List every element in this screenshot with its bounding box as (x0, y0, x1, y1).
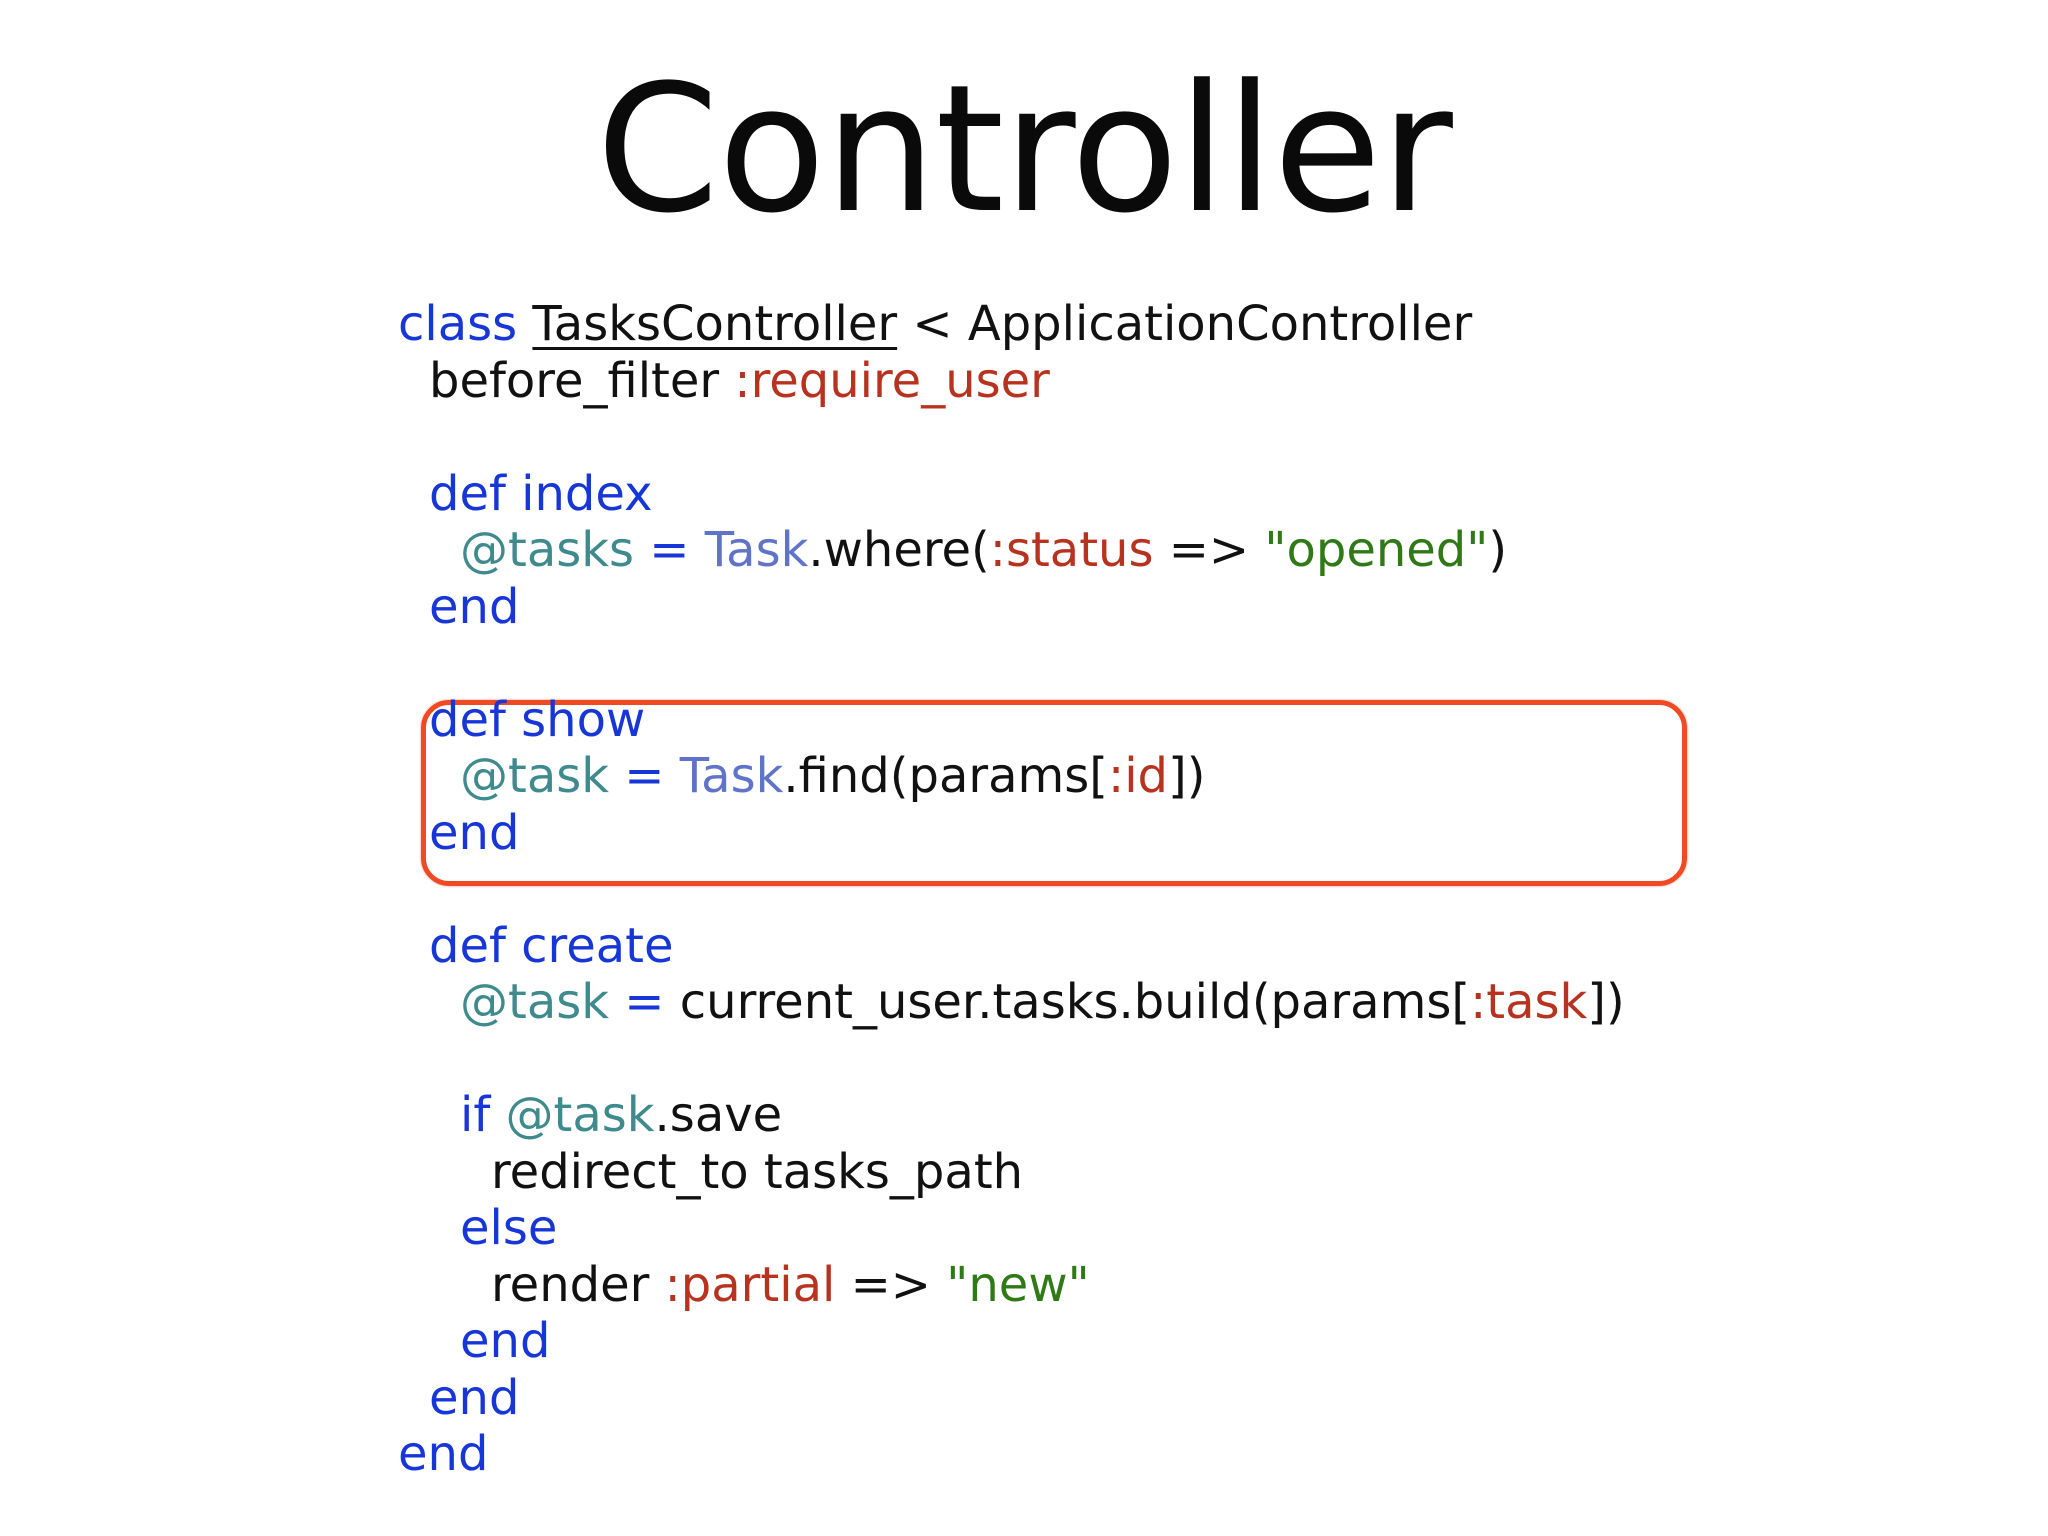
code-line-9: @task = Task.find(params[:id]) (398, 748, 1898, 805)
code-line-10: end (398, 805, 1898, 862)
symbol-id: :id (1108, 748, 1168, 804)
end-create: end (429, 1369, 520, 1426)
save-call: .save (654, 1087, 783, 1143)
assign-op: = (609, 748, 680, 804)
code-line-blank-14 (398, 1031, 1898, 1088)
code-line-1: class TasksController < ApplicationContr… (398, 296, 1898, 353)
end-class: end (398, 1426, 489, 1482)
code-line-5: @tasks = Task.where(:status => "opened") (398, 522, 1898, 579)
ivar-task: @task (460, 748, 610, 804)
code-line-blank-11 (398, 861, 1898, 918)
def-index: def index (429, 465, 653, 522)
keyword-else: else (460, 1200, 558, 1256)
ivar-task: @task (505, 1087, 655, 1143)
find-call: .find(params[ (783, 748, 1109, 804)
code-line-21: end (398, 1426, 1898, 1483)
code-line-15: if @task.save (398, 1087, 1898, 1144)
symbol-status: :status (989, 522, 1154, 578)
assign-op: = (634, 522, 705, 578)
close-paren: ) (1488, 522, 1508, 578)
ivar-task: @task (460, 974, 610, 1030)
keyword-class: class (398, 296, 518, 352)
code-line-blank-3 (398, 409, 1898, 466)
string-opened: "opened" (1264, 522, 1489, 578)
code-line-17: else (398, 1200, 1898, 1257)
class-name: TasksController (532, 296, 898, 352)
end-if: end (460, 1313, 551, 1369)
ivar-tasks: @tasks (460, 522, 635, 578)
code-line-16: redirect_to tasks_path (398, 1144, 1898, 1201)
superclass: < ApplicationController (897, 296, 1473, 352)
symbol-require-user: :require_user (734, 352, 1050, 409)
code-line-18: render :partial => "new" (398, 1257, 1898, 1314)
end-index: end (429, 578, 520, 635)
code-block: class TasksController < ApplicationContr… (398, 296, 1898, 1483)
symbol-task: :task (1470, 974, 1588, 1030)
build-call: current_user.tasks.build(params[ (679, 974, 1471, 1030)
symbol-partial: :partial (664, 1256, 836, 1313)
hash-rocket: => (835, 1256, 947, 1313)
def-show: def show (429, 691, 646, 748)
hash-rocket: => (1153, 522, 1265, 578)
code-line-4: def index (398, 466, 1898, 523)
string-new: "new" (946, 1256, 1090, 1313)
end-show: end (429, 804, 520, 861)
code-line-6: end (398, 579, 1898, 636)
slide-title: Controller (596, 47, 1453, 252)
close-brackets: ]) (1168, 748, 1206, 804)
show-action-highlight-box (421, 700, 1687, 886)
code-line-20: end (398, 1370, 1898, 1427)
code-line-blank-7 (398, 635, 1898, 692)
render-call: render (491, 1256, 665, 1313)
def-create: def create (429, 917, 674, 974)
before-filter-call: before_filter (429, 352, 735, 409)
const-task: Task (679, 748, 784, 804)
code-line-19: end (398, 1313, 1898, 1370)
redirect-call: redirect_to tasks_path (491, 1143, 1024, 1200)
code-line-12: def create (398, 918, 1898, 975)
where-call: .where( (808, 522, 990, 578)
keyword-if: if (460, 1087, 506, 1143)
code-line-13: @task = current_user.tasks.build(params[… (398, 974, 1898, 1031)
assign-op: = (609, 974, 680, 1030)
code-line-8: def show (398, 692, 1898, 749)
const-task: Task (704, 522, 809, 578)
close-brackets: ]) (1587, 974, 1625, 1030)
code-line-2: before_filter :require_user (398, 353, 1898, 410)
